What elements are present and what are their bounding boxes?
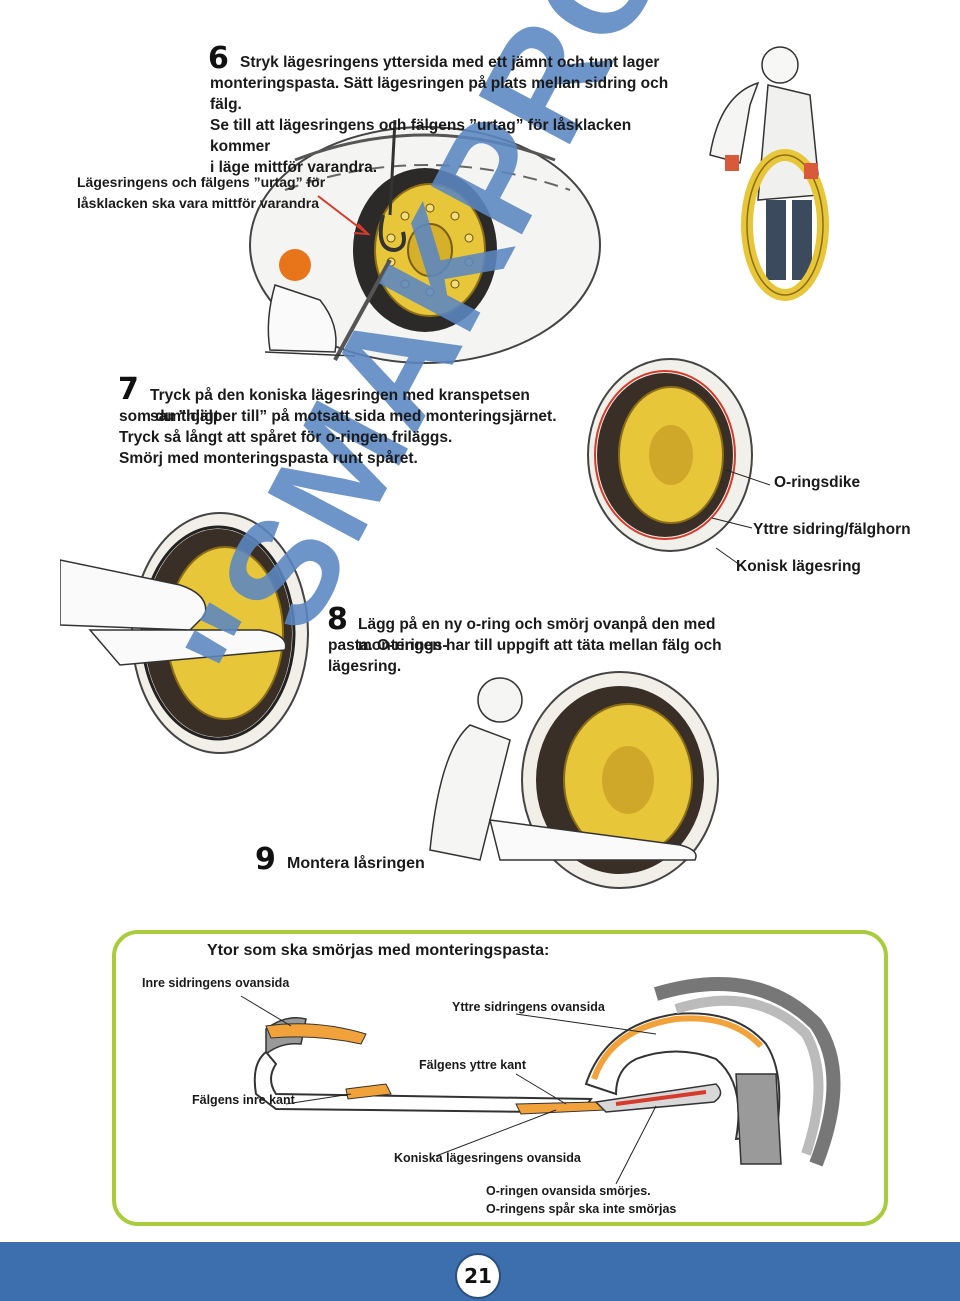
rim-cross-section-diagram [240, 977, 841, 1185]
step-6-line: monteringspasta. Sätt lägesringen på pla… [210, 75, 669, 113]
oring-note-line: O-ringen ovansida smörjes. [486, 1184, 651, 1198]
page-number: 21 [455, 1253, 501, 1299]
step-6-text-cont: monteringspasta. Sätt lägesringen på pla… [210, 73, 680, 178]
step-6-line: Se till att lägesringens och fälgens ”ur… [210, 117, 632, 155]
label-oringsdike: O-ringsdike [774, 474, 861, 491]
lubrication-title: Ytor som ska smörjas med monteringspasta… [207, 942, 550, 959]
callout-line: låsklacken ska vara mittför varandra [77, 195, 320, 211]
callout-line: Lägesringens och fälgens ”urtag” för [77, 174, 326, 190]
step-7-text: Tryck på den koniska lägesringen med kra… [150, 385, 590, 427]
label-inre-sidring: Inre sidringens ovansida [142, 976, 290, 990]
label-koniska-lagesring: Koniska lägesringens ovansida [394, 1151, 581, 1165]
step-7-line: Smörj med monteringspasta runt spåret. [119, 450, 418, 467]
step-7-line: Tryck så långt att spåret för o-ringen f… [119, 429, 453, 446]
label-konisk-lagesring: Konisk lägesring [736, 558, 861, 575]
step-8-line: Lägg på en ny o-ring och smörj ovanpå de… [358, 616, 716, 654]
step-8-number: 8 [327, 602, 348, 637]
step-7-text-cont: som du ”hjälper till” på motsatt sida me… [119, 406, 589, 469]
step-7-line: som du ”hjälper till” på motsatt sida me… [119, 408, 557, 425]
label-oring-note: O-ringen ovansida smörjes. O-ringens spå… [486, 1182, 676, 1218]
step-8-line: pasta. O-ringen har till uppgift att tät… [328, 637, 722, 675]
oring-note-line: O-ringens spår ska inte smörjas [486, 1202, 677, 1216]
tire-crane-illustration [225, 120, 645, 370]
step-6-text: Stryk lägesringens yttersida med ett jäm… [240, 52, 680, 73]
step-6-line: Stryk lägesringens yttersida med ett jäm… [240, 54, 660, 71]
lockring-install-illustration [429, 671, 719, 889]
label-falgens-yttre-kant: Fälgens yttre kant [419, 1058, 526, 1072]
step-7-number: 7 [118, 372, 139, 407]
step-9-text: Montera låsringen [287, 855, 425, 872]
label-yttre-sidring: Yttre sidring/fälghorn [753, 521, 911, 538]
step-7-line: Tryck på den koniska lägesringen med kra… [150, 387, 530, 425]
step-8-text: Lägg på en ny o-ring och smörj ovanpå de… [358, 614, 808, 656]
hands-paste-illustration [60, 512, 309, 754]
tire-oring-illustration [587, 358, 753, 552]
worker-ring-illustration [709, 46, 829, 301]
step-9-number: 9 [255, 842, 276, 877]
step-6-number: 6 [208, 41, 229, 76]
step-6-line: i läge mittför varandra. [210, 159, 378, 176]
label-yttre-sidring-ovansida: Yttre sidringens ovansida [452, 1000, 605, 1014]
step-8-text-cont: pasta. O-ringen har till uppgift att tät… [328, 635, 798, 677]
label-falgens-inre-kant: Fälgens inre kant [192, 1093, 295, 1107]
callout-urtag: Lägesringens och fälgens ”urtag” för lås… [77, 172, 325, 214]
